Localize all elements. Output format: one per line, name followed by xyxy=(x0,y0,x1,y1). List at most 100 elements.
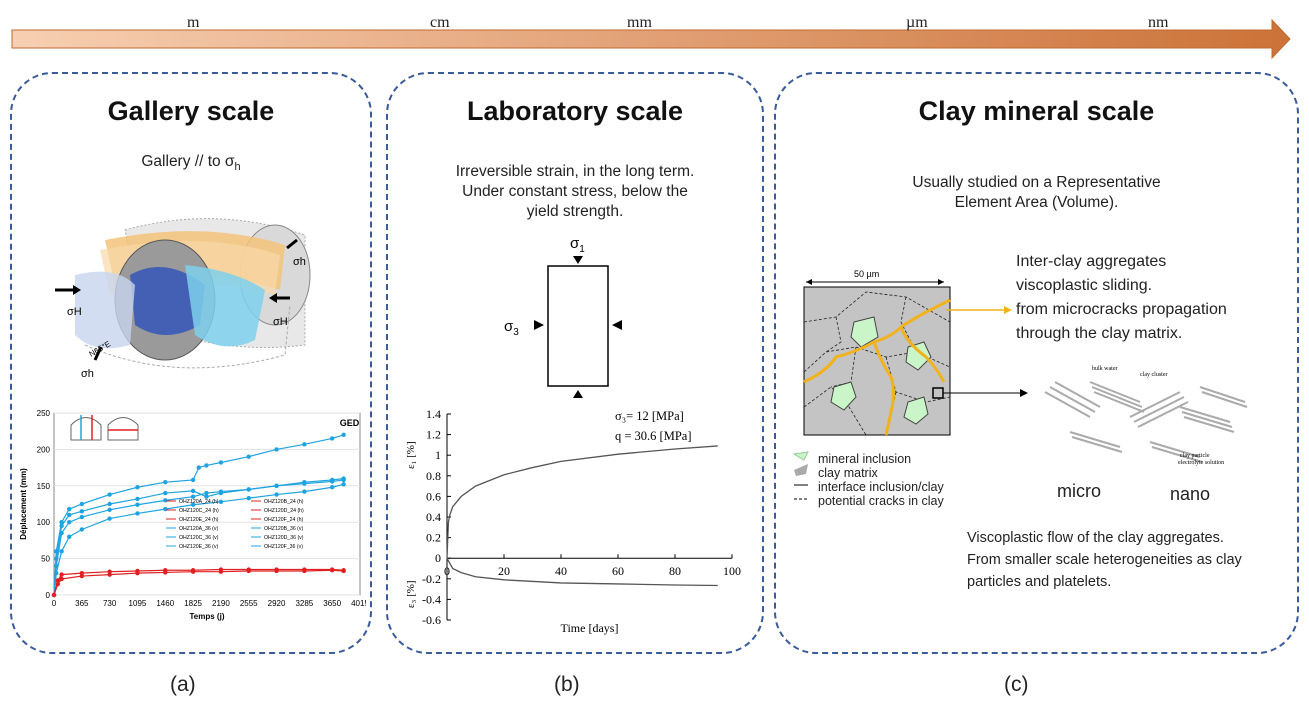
chart-a-point xyxy=(341,568,346,574)
chart-b-annotation-sigma3: σ₃= 12 [MPa] xyxy=(615,409,684,423)
nano-label: nano xyxy=(1170,484,1211,504)
chart-a-point xyxy=(204,494,209,499)
chart-a-y-tick: 0 xyxy=(46,591,51,600)
chart-a-point xyxy=(59,523,64,529)
chart-a-point xyxy=(204,463,209,468)
chart-a-series-line xyxy=(53,479,344,596)
chart-a-point xyxy=(55,581,61,587)
micro-label-electrolyte: electrolyte solution xyxy=(1178,460,1224,466)
chart-a-point xyxy=(196,465,202,470)
chart-a-y-tick: 100 xyxy=(37,518,51,527)
sigma3-label: σ3 xyxy=(504,318,519,338)
gallery-3d-illustration: σH σH σh σh N65°E xyxy=(55,218,311,380)
chart-a-y-tick: 250 xyxy=(37,409,51,418)
flow-text: Viscoplastic flow of the clay aggregates… xyxy=(967,530,1242,590)
chart-a-xlabel: Temps (j) xyxy=(190,612,225,621)
clay-particles-illustration: bulk water clay cluster clay particle el… xyxy=(1044,366,1248,466)
chart-b-ylabel-top: ε₁ [%] xyxy=(405,441,417,469)
chart-a-x-tick: 2190 xyxy=(212,599,230,608)
scale-label-mm: mm xyxy=(627,14,652,31)
chart-a-legend-entry: OHZ120C_36 (v) xyxy=(179,535,219,541)
chart-a-point xyxy=(59,530,64,536)
scale-label-um: µm xyxy=(906,14,928,31)
chart-a-x-tick: 2555 xyxy=(240,599,258,608)
chart-a-x-tick: 730 xyxy=(103,599,117,608)
chart-a-point xyxy=(302,489,307,494)
chart-a-y-tick: 150 xyxy=(37,482,51,491)
chart-a-point xyxy=(246,495,251,501)
chart-a-point xyxy=(218,489,224,494)
micro-label-clay-particle: clay particle xyxy=(1180,453,1210,459)
scale-label-cm: cm xyxy=(430,14,450,31)
chart-a-point xyxy=(341,477,346,483)
chart-a-x-tick: 1095 xyxy=(129,599,147,608)
panel-laboratory-scale xyxy=(386,72,764,654)
chart-b-y-tick: 0.8 xyxy=(426,469,441,483)
aggregates-text: Inter-clay aggregates viscoplastic slidi… xyxy=(1016,253,1227,342)
chart-a-point xyxy=(107,501,112,507)
chart-a-point xyxy=(67,506,72,512)
chart-a-point xyxy=(274,447,279,452)
chart-a-point xyxy=(59,572,64,577)
chart-a-point xyxy=(135,485,140,490)
chart-b-y-tick: -0.4 xyxy=(422,592,441,606)
chart-a-y-tick: 50 xyxy=(41,555,50,564)
sigma1-label: σ1 xyxy=(570,235,585,255)
chart-a-point xyxy=(341,432,346,438)
scale-label-nm: nm xyxy=(1148,14,1169,31)
chart-a-x-tick: 1460 xyxy=(156,599,174,608)
chart-a-point xyxy=(79,527,85,532)
legend-clay-matrix: clay matrix xyxy=(818,466,878,480)
chart-a-point xyxy=(79,514,85,520)
scale-arrow xyxy=(11,18,1291,60)
legend-symbols xyxy=(792,451,809,500)
chart-a-point xyxy=(163,479,168,485)
chart-b-y-tick: 0.2 xyxy=(426,531,441,545)
chart-a-legend-entry: OHZ120C_24 (h) xyxy=(179,508,219,514)
chart-a-legend-entry: OHZ120E_24 (h) xyxy=(179,517,219,523)
chart-b-x-tick: 40 xyxy=(555,564,567,578)
chart-a-point xyxy=(190,477,196,483)
chart-b-ylabel-bottom: ε₃ [%] xyxy=(405,580,417,608)
chart-b-x-tick: 60 xyxy=(612,564,624,578)
chart-a-legend-entry: OHZ120F_36 (v) xyxy=(264,544,303,550)
stress-label-sigma-h-bottom: σh xyxy=(81,368,94,380)
stress-label-sigma-H-left: σH xyxy=(67,306,82,318)
chart-a-point xyxy=(246,487,251,492)
chart-a-point xyxy=(135,570,140,576)
chart-b-y-tick: 0 xyxy=(435,551,441,565)
chart-b-y-tick: 1.2 xyxy=(426,428,441,442)
chart-a-point xyxy=(329,436,335,441)
chart-a-legend-entry: OHZ120A_36 (v) xyxy=(179,526,218,532)
chart-a-x-tick: 3285 xyxy=(295,599,313,608)
chart-a-point xyxy=(274,492,279,497)
chart-a-point xyxy=(218,569,224,574)
chart-a-x-tick: 365 xyxy=(75,599,89,608)
chart-a-y-tick: 200 xyxy=(37,445,51,454)
chart-b-y-tick: 0.4 xyxy=(426,510,441,524)
chart-b-annotation-q: q = 30.6 [MPa] xyxy=(615,429,692,443)
chart-b-y-tick: -0.2 xyxy=(422,572,441,586)
caption-a: (a) xyxy=(170,673,196,696)
clay-microstructure-diagram: 50 µm xyxy=(803,269,1028,436)
micro-label: micro xyxy=(1057,481,1101,501)
chart-b-y-tick: 0.6 xyxy=(426,489,441,503)
chart-b-x-tick: 80 xyxy=(669,564,681,578)
chart-a-point xyxy=(302,442,307,447)
chart-a-tunnel-icons xyxy=(70,415,139,441)
chart-a-x-tick: 1825 xyxy=(184,599,202,608)
chart-a-point xyxy=(67,534,72,539)
chart-a-point xyxy=(246,454,251,459)
caption-b: (b) xyxy=(554,673,580,696)
chart-a-legend-entry: OHZ120A_24 (h) xyxy=(179,499,219,505)
micro-label-clay-cluster: clay cluster xyxy=(1140,372,1168,378)
panel-c-description: Usually studied on a Representative Elem… xyxy=(912,174,1161,211)
chart-b-series-eps3 xyxy=(446,557,718,587)
chart-a-point xyxy=(329,568,335,573)
chart-a-ylabel: Déplacement (mm) xyxy=(19,468,28,540)
panel-b-title: Laboratory scale xyxy=(466,96,684,126)
stress-label-sigma-h-top: σh xyxy=(293,256,306,268)
chart-a-point xyxy=(107,516,112,521)
chart-a-point xyxy=(190,494,196,499)
chart-a-point xyxy=(135,502,140,507)
